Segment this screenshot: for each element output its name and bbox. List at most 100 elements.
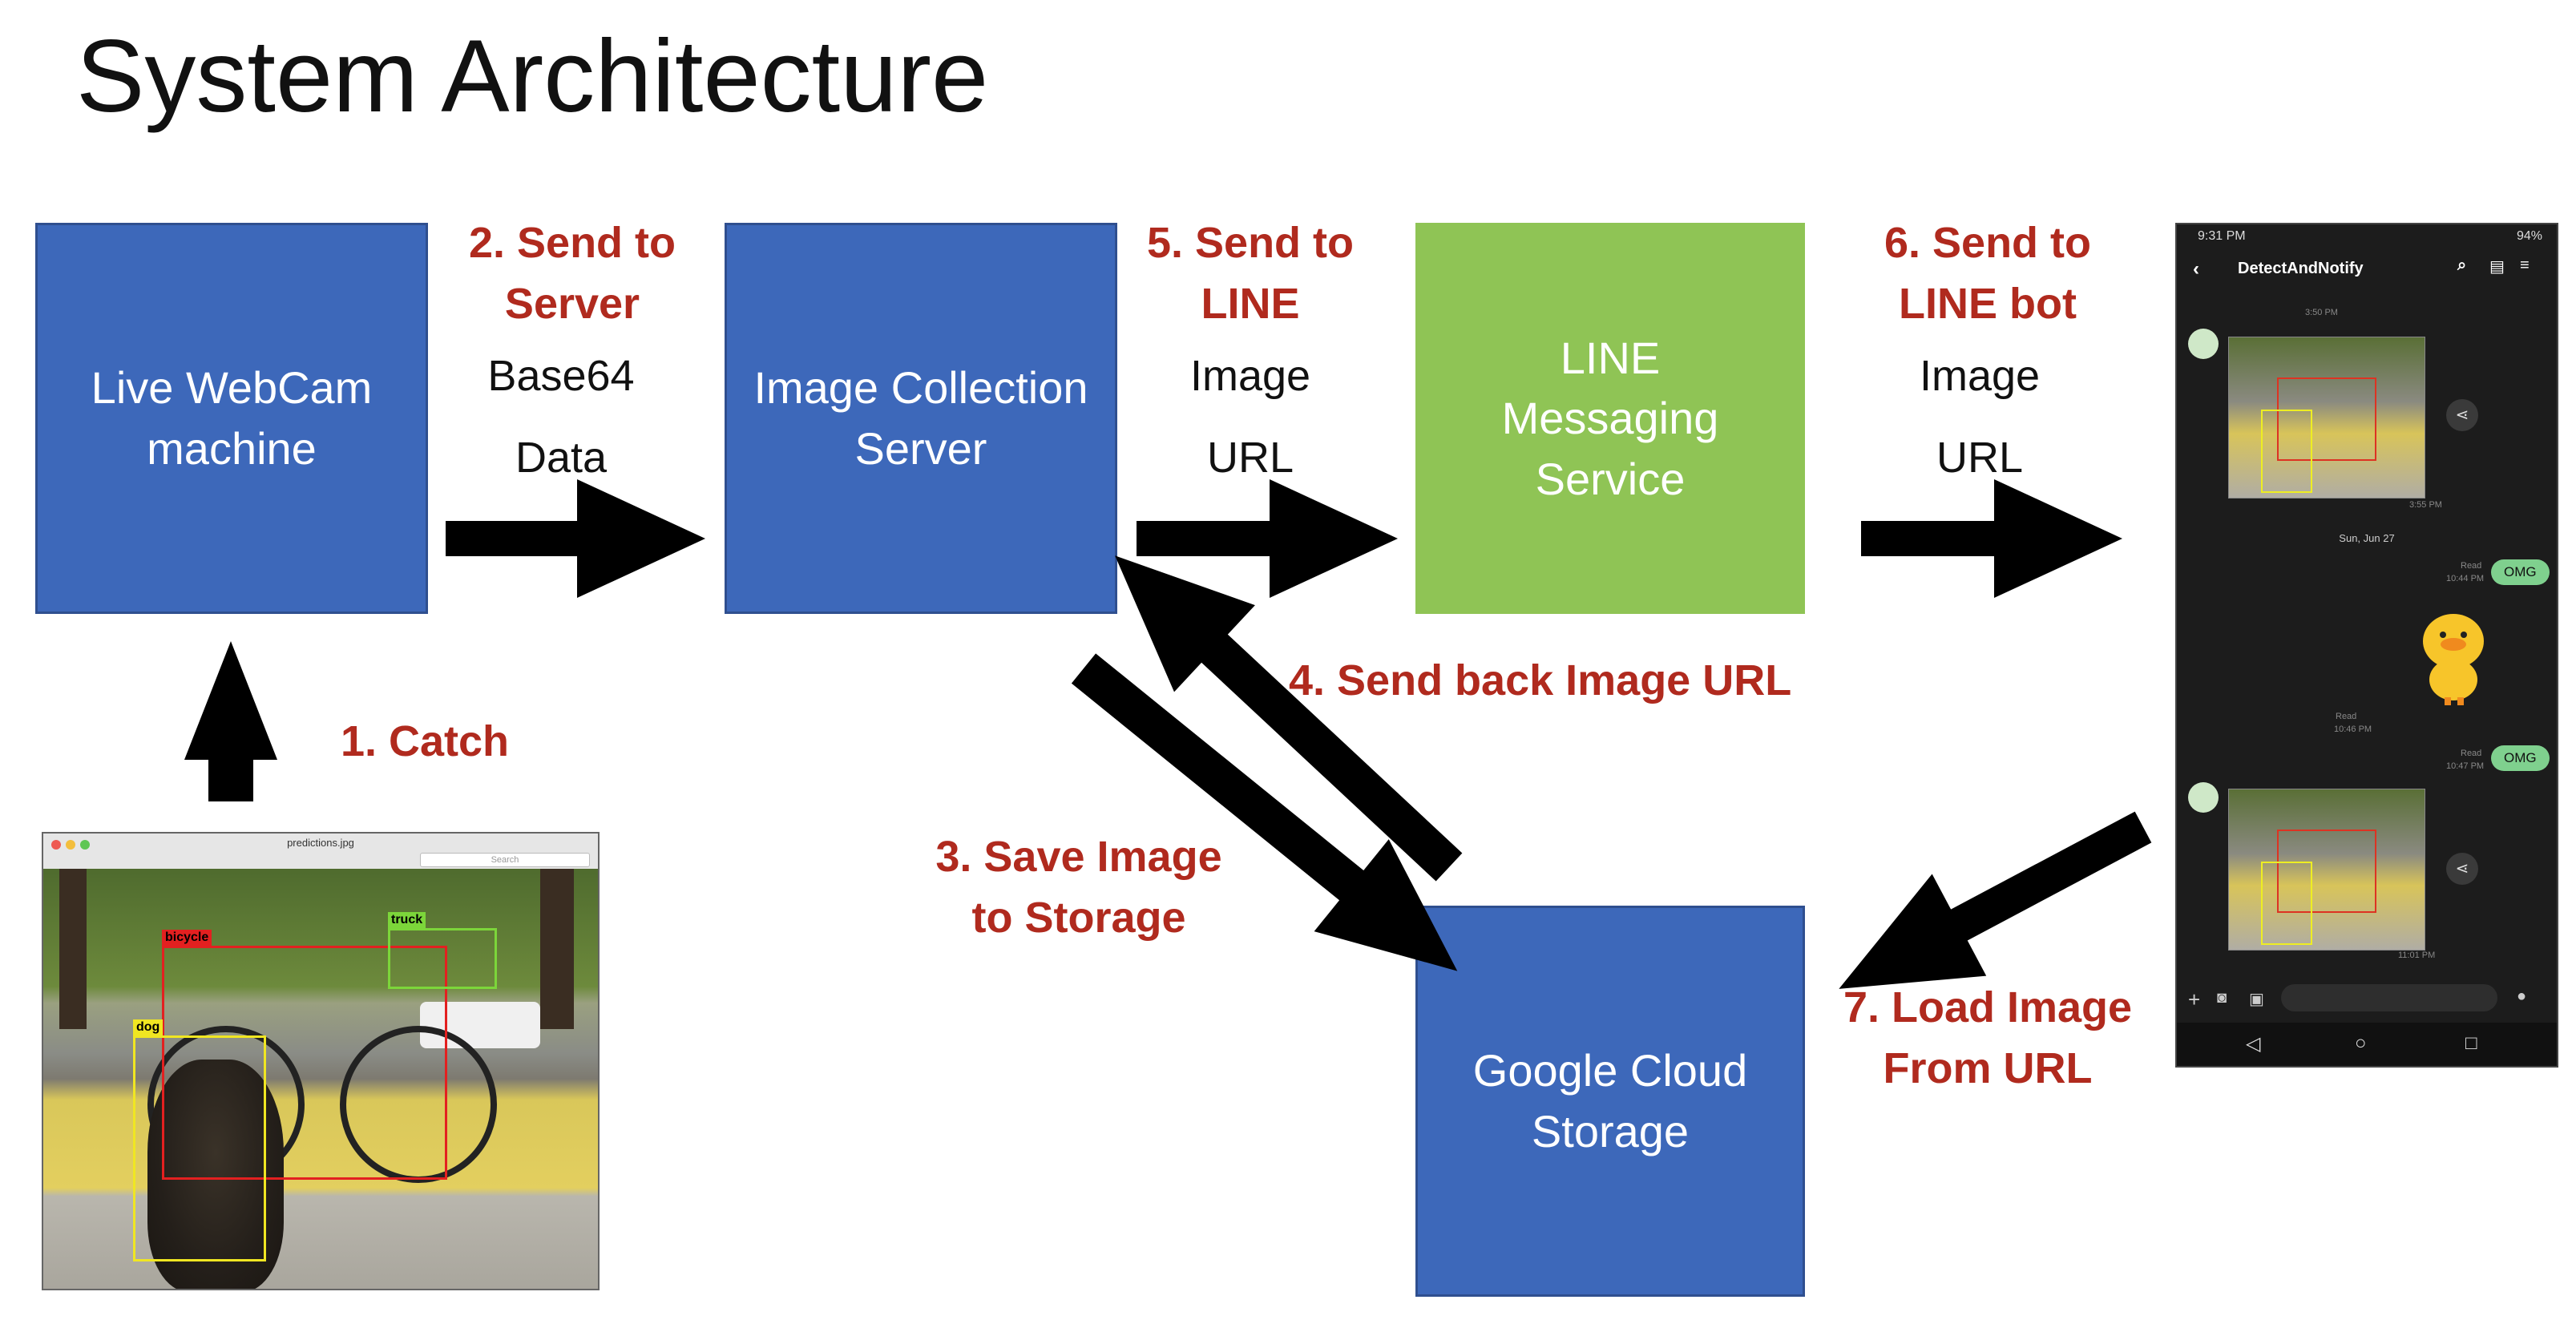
status-battery: 94% bbox=[2516, 229, 2542, 243]
arrow-save-storage bbox=[1071, 653, 1458, 971]
step-3-line2: to Storage bbox=[971, 893, 1186, 942]
share-icon-1[interactable]: ⋖ bbox=[2446, 399, 2478, 431]
zoom-dot-icon bbox=[80, 840, 90, 850]
read-3-time: 10:47 PM bbox=[2446, 761, 2485, 771]
server-box-line1: Image Collection bbox=[753, 362, 1088, 414]
step-7-line1: 7. Load Image bbox=[1843, 983, 2133, 1031]
storage-box-line2: Storage bbox=[1531, 1106, 1690, 1156]
msg1-bicycle-box bbox=[2277, 377, 2376, 461]
minimize-dot-icon bbox=[66, 840, 75, 850]
line-box-line2: Messaging bbox=[1501, 393, 1719, 444]
duck-sticker bbox=[2423, 614, 2484, 705]
payload-2-line1: Base64 bbox=[487, 352, 635, 400]
line-chat-screenshot: 9:31 PM 94% ‹ DetectAndNotify ⌕ ▤ ≡ 3:50… bbox=[2175, 223, 2558, 1068]
msg2-bicycle-box bbox=[2277, 830, 2376, 913]
sent-bubble-2: OMG bbox=[2491, 745, 2550, 771]
webcam-box-line1: Live WebCam bbox=[91, 362, 373, 414]
arrow-send-back-url bbox=[1115, 555, 1463, 882]
detection-image-msg-2[interactable] bbox=[2228, 789, 2425, 951]
sent-bubble-1: OMG bbox=[2491, 559, 2550, 585]
step-6-line1: 6. Send to bbox=[1884, 219, 2092, 267]
back-icon[interactable]: ‹ bbox=[2193, 258, 2199, 280]
line-box-line1: LINE bbox=[1560, 332, 1661, 383]
line-box-line3: Service bbox=[1535, 453, 1686, 504]
share-icon-2[interactable]: ⋖ bbox=[2446, 853, 2478, 885]
step-7-label: 7. Load Image From URL bbox=[1819, 978, 2156, 1099]
viewer-search-field: Search bbox=[420, 853, 590, 867]
server-box-line2: Server bbox=[854, 423, 987, 474]
read-2-time: 10:46 PM bbox=[2334, 725, 2372, 734]
nav-home-icon[interactable]: ○ bbox=[2355, 1032, 2367, 1054]
dog-label: dog bbox=[133, 1019, 164, 1035]
nav-recents-icon[interactable]: □ bbox=[2465, 1032, 2477, 1054]
payload-5-line2: URL bbox=[1206, 434, 1294, 482]
diagram-title: System Architecture bbox=[76, 19, 989, 134]
porch-post-right bbox=[540, 869, 574, 1029]
read-3: Read bbox=[2461, 749, 2482, 758]
storage-box-line1: Google Cloud bbox=[1472, 1045, 1748, 1096]
step-2-line1: 2. Send to bbox=[468, 219, 676, 267]
read-1-time: 10:44 PM bbox=[2446, 574, 2485, 583]
message-input[interactable] bbox=[2281, 984, 2497, 1011]
payload-6-line1: Image bbox=[1919, 352, 2041, 400]
arrow-send-bot bbox=[1861, 479, 2122, 598]
status-time: 9:31 PM bbox=[2198, 229, 2246, 243]
bot-avatar-1 bbox=[2188, 329, 2219, 359]
arrow-load-url bbox=[1839, 811, 2152, 989]
android-nav-bar: ◁ ○ □ bbox=[2177, 1023, 2557, 1066]
step-7-line2: From URL bbox=[1883, 1043, 2093, 1092]
chat-date: Sun, Jun 27 bbox=[2339, 532, 2395, 544]
step-2-label: 2. Send to Server bbox=[452, 213, 692, 334]
notes-icon[interactable]: ▤ bbox=[2489, 258, 2505, 276]
arrow-send-line bbox=[1137, 479, 1398, 598]
truck-bbox bbox=[388, 928, 497, 989]
msg1-dog-box bbox=[2261, 410, 2312, 493]
viewer-toolbar: predictions.jpg Search bbox=[43, 834, 598, 870]
viewer-filename: predictions.jpg bbox=[287, 837, 354, 849]
payload-6-line2: URL bbox=[1936, 434, 2024, 482]
webcam-screenshot: predictions.jpg Search bicycle truck dog bbox=[42, 832, 600, 1290]
detection-photo: bicycle truck dog bbox=[43, 869, 598, 1289]
truck-label: truck bbox=[388, 912, 426, 928]
bicycle-bbox bbox=[162, 946, 447, 1180]
chat-title: DetectAndNotify bbox=[2238, 260, 2364, 277]
menu-icon[interactable]: ≡ bbox=[2520, 256, 2530, 274]
step-3-label: 3. Save Image to Storage bbox=[910, 827, 1247, 948]
read-2: Read bbox=[2336, 712, 2357, 721]
step-4-label: 4. Send back Image URL bbox=[1289, 656, 1792, 704]
search-icon[interactable]: ⌕ bbox=[2457, 256, 2467, 274]
step-5-label: 5. Send to LINE bbox=[1130, 213, 1371, 334]
dog-bbox bbox=[133, 1035, 266, 1261]
step-6-line2: LINE bot bbox=[1899, 279, 2077, 328]
chat-header: ‹ DetectAndNotify ⌕ ▤ ≡ bbox=[2177, 248, 2557, 293]
read-1: Read bbox=[2461, 561, 2482, 571]
step-3-line1: 3. Save Image bbox=[935, 833, 1222, 881]
arrow-send-server bbox=[446, 479, 705, 598]
msg-time-2: 3:55 PM bbox=[2409, 500, 2442, 510]
camera-icon[interactable]: ◙ bbox=[2217, 989, 2227, 1007]
step-5-line1: 5. Send to bbox=[1146, 219, 1355, 267]
image-icon[interactable]: ▣ bbox=[2249, 991, 2264, 1008]
msg-time-3: 11:01 PM bbox=[2398, 951, 2436, 960]
bike-wheel-front bbox=[340, 1026, 497, 1183]
nav-back-icon[interactable]: ◁ bbox=[2246, 1033, 2261, 1055]
bot-avatar-2 bbox=[2188, 782, 2219, 813]
plus-icon[interactable]: + bbox=[2188, 987, 2201, 1011]
step-5-line2: LINE bbox=[1201, 279, 1300, 328]
step-1-label: 1. Catch bbox=[340, 717, 510, 765]
phone-status-bar: 9:31 PM 94% bbox=[2177, 224, 2557, 247]
msg-time-1: 3:50 PM bbox=[2305, 308, 2338, 317]
step-2-line2: Server bbox=[504, 279, 640, 328]
payload-2-line2: Data bbox=[515, 434, 608, 482]
porch-post-left bbox=[59, 869, 87, 1029]
msg2-dog-box bbox=[2261, 862, 2312, 945]
close-dot-icon bbox=[51, 840, 61, 850]
mic-icon[interactable]: ● bbox=[2517, 987, 2527, 1005]
step-6-label: 6. Send to LINE bot bbox=[1859, 213, 2116, 334]
detection-image-msg-1[interactable] bbox=[2228, 337, 2425, 499]
